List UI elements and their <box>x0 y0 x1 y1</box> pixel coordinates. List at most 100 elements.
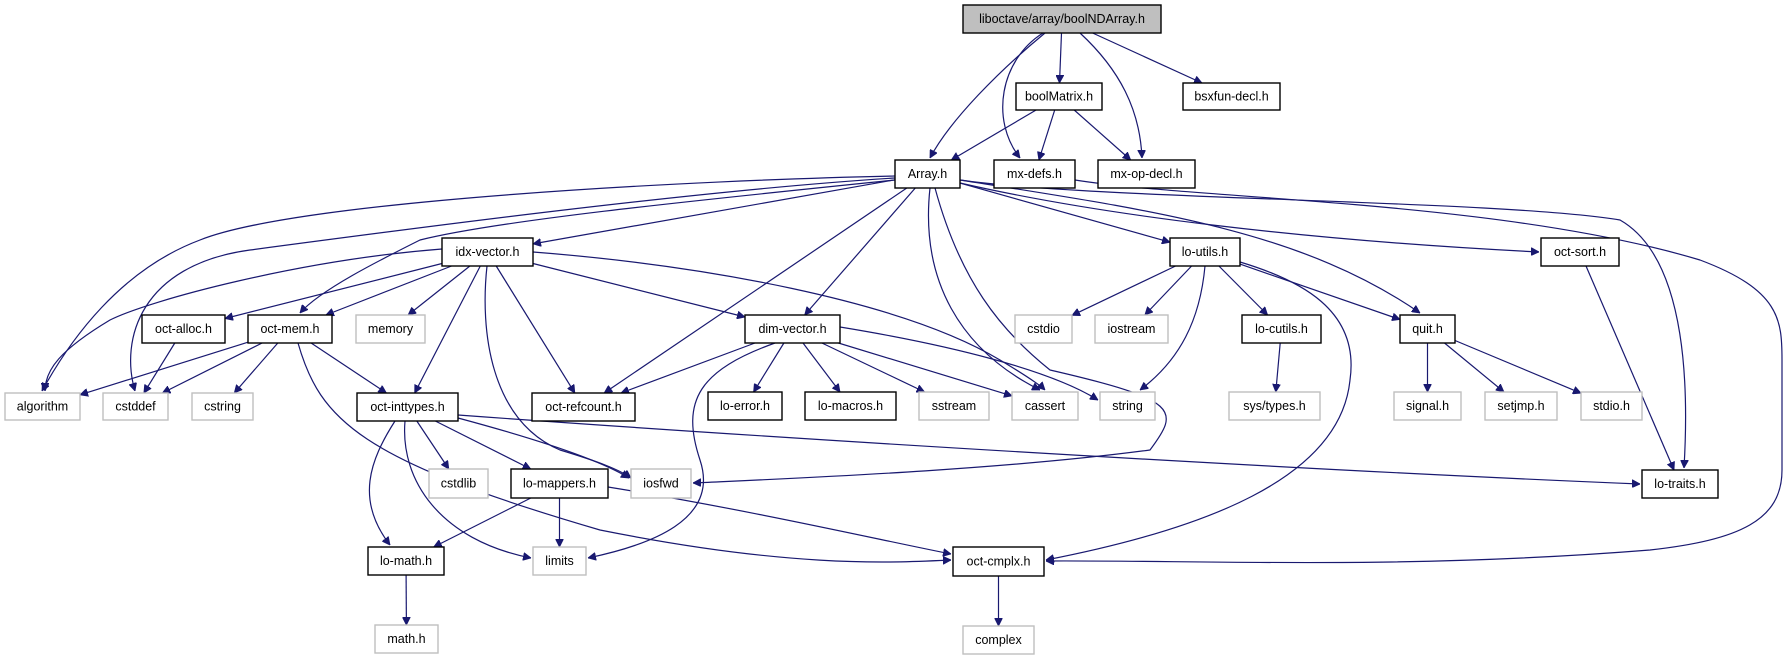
node-box <box>744 314 841 344</box>
node-label: cstddef <box>115 400 156 414</box>
node-cstdio: cstdio <box>1014 314 1073 344</box>
node-loerror[interactable]: lo-error.h <box>707 391 783 421</box>
edge-idxvector-to-octinttypes <box>414 265 481 393</box>
node-iostream: iostream <box>1094 314 1169 344</box>
edge-dimvector-to-cassert <box>838 342 1012 396</box>
edge-octinttypes-to-limits <box>404 420 531 558</box>
node-label: mx-op-decl.h <box>1110 167 1182 181</box>
node-box <box>4 392 81 421</box>
node-label: iosfwd <box>643 477 678 491</box>
node-sstream: sstream <box>918 391 990 421</box>
node-complex: complex <box>962 625 1035 655</box>
node-label: quit.h <box>1412 322 1443 336</box>
edge-boolMatrix-to-Array <box>951 109 1037 161</box>
edge-Array-to-cassert <box>927 187 1040 391</box>
node-box <box>532 546 587 576</box>
nodes-layer: liboctave/array/boolNDArray.h boolMatrix.… <box>4 4 1719 655</box>
edge-octmem-to-octcmplx <box>297 342 951 562</box>
node-box <box>952 546 1045 577</box>
node-box <box>1228 391 1321 421</box>
node-box <box>1011 391 1079 421</box>
node-label: lo-macros.h <box>818 399 883 413</box>
edge-boolNDArray-to-boolMatrix <box>1060 32 1062 83</box>
edge-idxvector-to-octrefcount <box>495 265 576 393</box>
node-octalloc[interactable]: oct-alloc.h <box>141 314 226 344</box>
node-boolMatrix[interactable]: boolMatrix.h <box>1015 82 1103 111</box>
edge-Array-to-octrefcount <box>604 187 908 393</box>
node-label: Array.h <box>908 167 947 181</box>
node-boolNDArray[interactable]: liboctave/array/boolNDArray.h <box>962 4 1162 34</box>
node-label: limits <box>545 554 573 568</box>
node-box <box>962 625 1035 655</box>
node-box <box>355 314 426 344</box>
edge-Array-to-iosfwd <box>693 187 1167 483</box>
edges-layer <box>41 32 1783 626</box>
node-label: math.h <box>387 632 425 646</box>
node-Array[interactable]: Array.h <box>894 159 961 189</box>
node-label: boolMatrix.h <box>1025 90 1093 104</box>
node-cstring: cstring <box>191 392 254 421</box>
edge-idxvector-to-memory <box>408 265 471 315</box>
node-lotraits[interactable]: lo-traits.h <box>1641 469 1719 499</box>
edge-loutils-to-octcmplx <box>1046 261 1352 560</box>
node-box <box>1097 159 1196 189</box>
node-locutils[interactable]: lo-cutils.h <box>1241 314 1322 344</box>
node-loutils[interactable]: lo-utils.h <box>1169 237 1241 267</box>
node-label: string <box>1112 399 1143 413</box>
edge-Array-to-loutils <box>959 182 1170 242</box>
edge-Array-to-quit <box>959 179 1420 313</box>
node-box <box>247 314 333 344</box>
node-box <box>804 391 897 421</box>
edge-octmem-to-cstddef <box>162 342 263 394</box>
edge-idxvector-to-dimvector <box>532 262 745 318</box>
edge-idxvector-to-octalloc <box>225 262 443 319</box>
edge-Array-to-octmem <box>300 179 896 313</box>
node-octmem[interactable]: oct-mem.h <box>247 314 333 344</box>
node-memory: memory <box>355 314 426 344</box>
node-box <box>1094 314 1169 344</box>
node-octrefcount[interactable]: oct-refcount.h <box>531 392 636 422</box>
node-lomath[interactable]: lo-math.h <box>367 546 445 576</box>
node-box <box>141 314 226 344</box>
node-label: bsxfun-decl.h <box>1194 90 1268 104</box>
node-box <box>1014 314 1073 344</box>
node-box <box>1580 391 1643 421</box>
edge-Array-to-algorithm <box>41 175 896 391</box>
node-limits: limits <box>532 546 587 576</box>
node-bsxfun[interactable]: bsxfun-decl.h <box>1182 82 1281 111</box>
node-mxdefs[interactable]: mx-defs.h <box>993 159 1076 189</box>
node-label: lo-cutils.h <box>1255 322 1308 336</box>
node-quit[interactable]: quit.h <box>1399 314 1456 344</box>
node-box <box>367 546 445 576</box>
node-idxvector[interactable]: idx-vector.h <box>441 237 534 267</box>
node-label: complex <box>975 633 1022 647</box>
node-box <box>1641 469 1719 499</box>
node-systypes: sys/types.h <box>1228 391 1321 421</box>
node-label: lo-mappers.h <box>523 477 596 491</box>
node-box <box>1015 82 1103 111</box>
node-label: liboctave/array/boolNDArray.h <box>979 12 1145 26</box>
node-octinttypes[interactable]: oct-inttypes.h <box>356 392 459 422</box>
edge-Array-to-cstddef <box>131 177 896 391</box>
node-mxopdecl[interactable]: mx-op-decl.h <box>1097 159 1196 189</box>
edge-dimvector-to-lomacros <box>802 342 840 392</box>
edge-Array-to-octsort <box>959 182 1539 252</box>
node-dimvector[interactable]: dim-vector.h <box>744 314 841 344</box>
node-octsort[interactable]: oct-sort.h <box>1540 237 1620 267</box>
node-lomappers[interactable]: lo-mappers.h <box>510 468 609 499</box>
node-box <box>428 468 489 499</box>
node-label: memory <box>368 322 414 336</box>
edge-octmem-to-algorithm <box>80 341 249 395</box>
node-box <box>894 159 961 189</box>
edge-idxvector-to-octmem <box>326 265 452 315</box>
edge-loutils-to-cstdio <box>1072 265 1176 315</box>
node-lomacros[interactable]: lo-macros.h <box>804 391 897 421</box>
node-label: setjmp.h <box>1497 399 1544 413</box>
node-box <box>441 237 534 267</box>
node-octcmplx[interactable]: oct-cmplx.h <box>952 546 1045 577</box>
node-label: lo-traits.h <box>1654 477 1705 491</box>
node-algorithm: algorithm <box>4 392 81 421</box>
node-label: lo-error.h <box>720 399 770 413</box>
edge-loutils-to-iostream <box>1145 265 1193 315</box>
